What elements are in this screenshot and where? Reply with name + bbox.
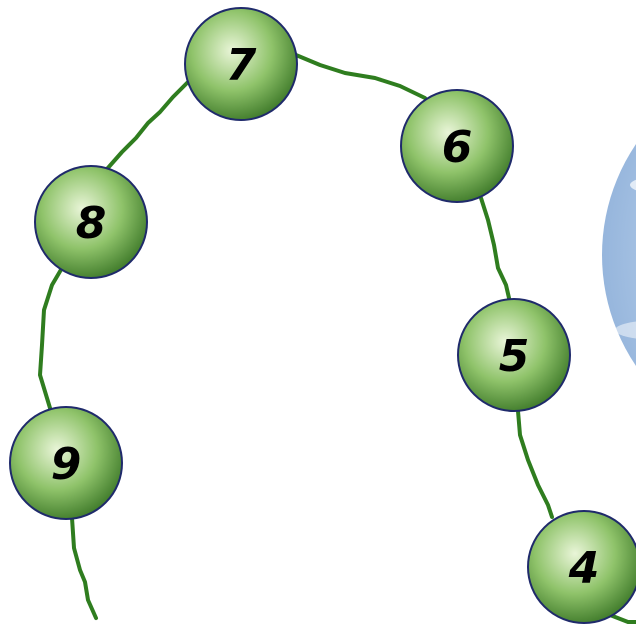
node-6: 6	[400, 89, 514, 203]
vine	[38, 53, 636, 624]
node-5: 5	[457, 298, 571, 412]
node-circle	[400, 89, 514, 203]
node-8: 8	[34, 165, 148, 279]
node-label: 5	[499, 331, 530, 382]
node-label: 4	[568, 543, 600, 594]
node-label: 9	[51, 439, 82, 490]
node-circle	[457, 298, 571, 412]
node-9: 9	[9, 406, 123, 520]
vine-segment-9-8	[38, 266, 64, 410]
vine-segment-8-7	[105, 80, 190, 171]
vine-segment-tail	[70, 516, 98, 620]
vine-segment-5-4	[516, 409, 554, 519]
node-circle	[184, 7, 298, 121]
node-circle	[9, 406, 123, 520]
node-circle	[34, 165, 148, 279]
node-4: 4	[527, 510, 636, 624]
sky-circle-decoration	[602, 144, 636, 366]
vine-segment-6-5	[479, 196, 511, 300]
vine-segment-4-tail	[608, 613, 636, 624]
node-7: 7	[184, 7, 298, 121]
vine-segment-7-6	[294, 53, 427, 100]
node-circle	[527, 510, 636, 624]
node-label: 7	[226, 40, 257, 91]
node-label: 8	[76, 198, 107, 249]
node-label: 6	[442, 122, 473, 173]
